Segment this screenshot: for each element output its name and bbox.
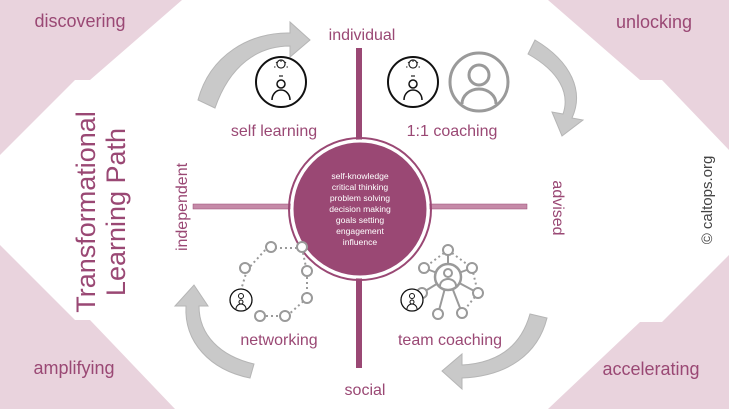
corner-banner-amplifying <box>0 245 175 409</box>
arrow-bottom-right-icon <box>441 313 548 391</box>
team-network-icon <box>416 244 484 320</box>
axis-label-independent: independent <box>174 162 191 251</box>
center-circle <box>290 139 430 279</box>
quadrant-label-self-learning: self learning <box>231 123 317 140</box>
title-line-1: Transformational <box>71 111 101 313</box>
center-item-7: influence <box>343 237 378 247</box>
networker-icon <box>229 288 253 312</box>
coach-icon <box>448 51 510 113</box>
axis-label-individual: individual <box>329 27 396 44</box>
network-icon <box>239 241 313 322</box>
center-circle-ring <box>288 137 432 281</box>
center-item-3: problem solving <box>330 193 390 203</box>
corner-banner-unlocking <box>548 0 729 150</box>
arrow-top-left-icon <box>197 20 311 109</box>
quadrant-label-networking: networking <box>240 332 317 349</box>
quadrant-label-team-coaching: team coaching <box>398 332 502 349</box>
coachee-icon <box>387 56 439 108</box>
corner-label-accelerating: accelerating <box>602 359 699 379</box>
corner-label-discovering: discovering <box>34 11 125 31</box>
center-item-6: engagement <box>336 226 384 236</box>
center-item-1: self-knowledge <box>331 171 389 181</box>
cycle-arrows <box>173 20 585 391</box>
arrow-bottom-left-icon <box>173 284 255 379</box>
axis-label-social: social <box>345 382 386 399</box>
corner-label-unlocking: unlocking <box>616 12 692 32</box>
corner-banner-accelerating <box>548 255 729 409</box>
center-item-2: critical thinking <box>332 182 389 192</box>
copyright: © caltops.org <box>699 156 716 245</box>
center-item-5: goals setting <box>336 215 384 225</box>
self-learner-icon <box>255 56 307 108</box>
corner-banner-discovering <box>0 0 182 155</box>
quadrant-label-1-1-coaching: 1:1 coaching <box>407 123 498 140</box>
arrow-top-right-icon <box>527 39 585 137</box>
diagram-title: Transformational Learning Path <box>71 111 131 313</box>
corner-label-amplifying: amplifying <box>33 358 114 378</box>
axis-label-advised: advised <box>549 180 566 235</box>
team-member-icon <box>400 288 424 312</box>
center-item-4: decision making <box>329 204 391 214</box>
title-line-2: Learning Path <box>101 128 131 296</box>
copyright-text: © caltops.org <box>699 156 716 245</box>
